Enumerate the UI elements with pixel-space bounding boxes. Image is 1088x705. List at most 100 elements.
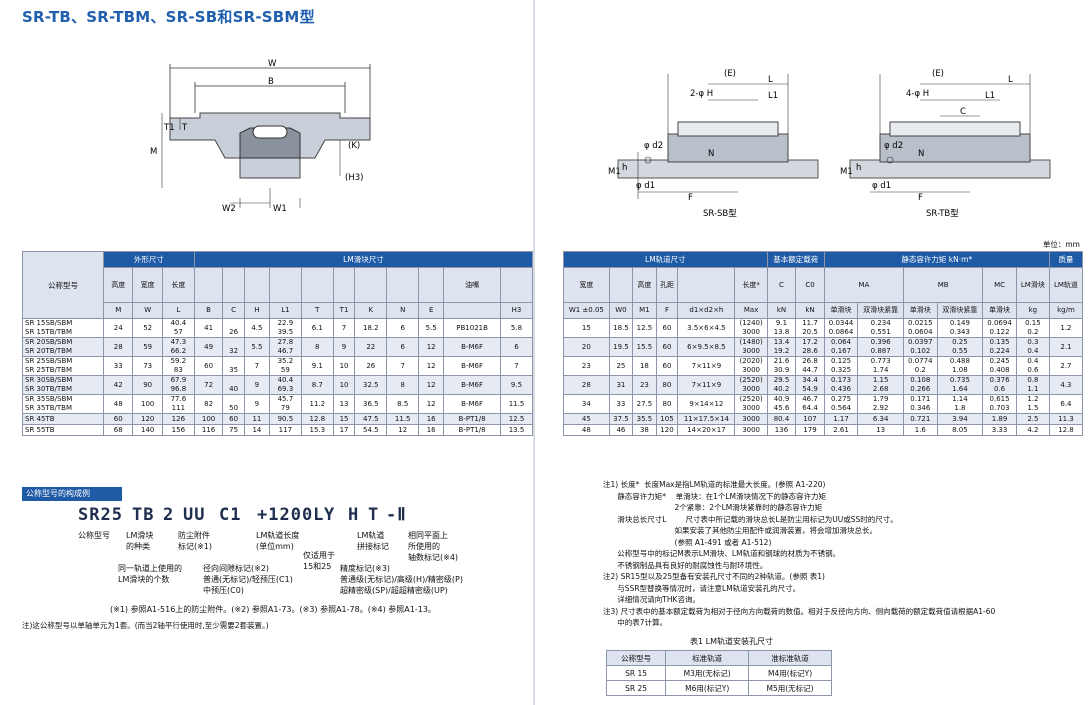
left-table-cell: 4.5 [243,318,270,338]
left-table-cell: 116 [193,424,224,436]
notes-block: 注1) 长度* 长度Max是指LM轨道的标准最大长度。(参照 A1-220) 静… [603,479,1083,629]
note-line: 公称型号中的标记M表示LM滑块、LM轨道和钢球的材质为不锈钢。 [603,549,841,558]
left-table-cell: 72 [193,375,224,395]
ann-joint: LM轨道 拼接标记 [357,531,389,551]
right-table-cell: 19.5 [608,337,634,357]
left-table-cell: 49 [193,337,224,357]
left-table-cell: 11 [243,413,270,425]
left-table-cell: PB1021B [443,318,501,338]
note-line: (参照 A1-491 或者 A1-512) [603,537,772,547]
right-table-cell: 105 [655,413,679,425]
config-section-title: 公称型号的构成例 [22,487,122,501]
right-table-cell: 3.94 [936,413,984,425]
right-table-cell: 11.7 20.5 [795,318,825,338]
left-table-cell: 9 [243,375,270,395]
left-h2-cell [354,267,388,303]
ann-clearance: 径向间隙标记(※2) 普通(无标记)/轻预压(C1) 中预压(C0) [203,564,293,595]
left-h2-cell [222,267,245,303]
right-table-cell: 0.376 0.6 [982,375,1017,395]
right-table-cell: 0.173 0.436 [823,375,859,395]
left-table-cell: 8 [386,375,420,395]
right-table-cell: (2020) 3000 [734,356,768,376]
left-table-cell: 156 [161,424,195,436]
left-table-cell: 9 [243,394,270,414]
mass-header: 质量 [1048,251,1084,268]
left-table-cell: 15.3 [300,424,334,436]
left-table-cell: 82 [193,394,224,414]
sr-sb-diagram: (E) L L1 2-φ H φ d2 N M1 h φ d1 F SR-SB型 [608,69,819,219]
table1-cell: SR 15 [605,665,667,681]
left-table-cell: 5.5 [243,337,270,357]
left-table-cell: 17 [332,424,356,436]
left-table-cell: 32 [222,337,245,357]
right-table-cell: 1.2 1.5 [1015,394,1050,414]
left-table-cell: 6 [499,337,534,357]
left-table-cell: 28 [102,337,134,357]
code-clearance: C1 [219,505,242,525]
right-table-cell: 35.5 [632,413,657,425]
right-h3-cell: 单滑块 [902,302,938,319]
code-count: 2 [163,505,175,525]
footnote-refs: (※1) 参照A1-516上的防尘附件。(※2) 参照A1-73。(※3) 参照… [110,605,436,614]
right-h3-cell: Max [734,302,768,319]
left-table-cell: 9.5 [499,375,534,395]
right-table-cell: 120 [655,424,679,436]
right-table-cell: 15.5 [632,337,657,357]
right-h2-cell: 高度 [632,267,657,303]
left-table-cell: 36.5 [354,394,388,414]
left-table-cell: SR 20SB/SBM SR 20TB/TBM [22,337,104,357]
left-table-cell: SR 35SB/SBM SR 35TB/TBM [22,394,104,414]
left-table-cell: 8.5 [386,394,420,414]
right-table-cell: 107 [795,413,825,425]
left-table-cell: 8.7 [300,375,334,395]
right-table-cell: 0.25 0.55 [936,337,984,357]
left-table-cell: 54.5 [354,424,388,436]
table1-cell: M6用(标记Y) [665,680,750,696]
basic-load-header: 基本额定载荷 [766,251,825,268]
dim-t-label: T [181,123,188,133]
left-h2-cell [243,267,270,303]
right-table-cell: 20 [563,337,610,357]
left-table-cell: 15 [332,413,356,425]
sb-f-label: F [688,193,693,203]
left-h3-cell: C [222,302,245,319]
sb-caption: SR-SB型 [703,209,737,219]
left-table-cell: SR 15SB/SBM SR 15TB/TBM [22,318,104,338]
note-line: 注2) SR15型以及25型备有安装孔尺寸不同的2种轨道。(参照 表1) [603,572,825,581]
left-table-cell: B-M6F [443,375,501,395]
left-table-cell: B-PT1/8 [443,424,501,436]
table1-cell: M5用(无标记) [748,680,832,696]
table1-header-cell: 公称型号 [605,650,667,666]
right-h2-cell: 宽度 [563,267,610,303]
dim-h3-label: (H3) [345,173,363,183]
note-line: 注3) 尺寸表中的基本额定载荷为相对于径向方向载荷的数值。相对于反径向方向、侧向… [603,606,996,616]
rail-dims-header: LM轨道尺寸 [563,251,768,268]
left-table-cell: 120 [132,413,163,425]
right-table-cell: 23 [563,356,610,376]
left-table-cell: 40.4 57 [161,318,195,338]
outer-dims-header: 外形尺寸 [103,251,195,268]
left-h3-cell: L [161,302,195,319]
left-table-cell: 26 [354,356,388,376]
left-table-cell: 27.8 46.7 [268,337,302,357]
note-line: 静态容许力矩* 单滑块：在1个LM滑块情况下的静态容许力矩 [603,491,827,501]
right-table-cell: 80 [655,394,679,414]
sb-l1-label: L1 [768,91,778,101]
left-h3-cell: W [132,302,163,319]
right-h2-cell [677,267,736,303]
left-table-cell: 75 [222,424,245,436]
left-table-cell: SR 25SB/SBM SR 25TB/TBM [22,356,104,376]
left-table-cell: 9.1 [300,356,334,376]
left-table-cell: 14 [243,424,270,436]
left-table-cell: 12 [418,337,445,357]
right-table-cell: 0.245 0.408 [982,356,1017,376]
left-table-cell: 11.5 [499,394,534,414]
